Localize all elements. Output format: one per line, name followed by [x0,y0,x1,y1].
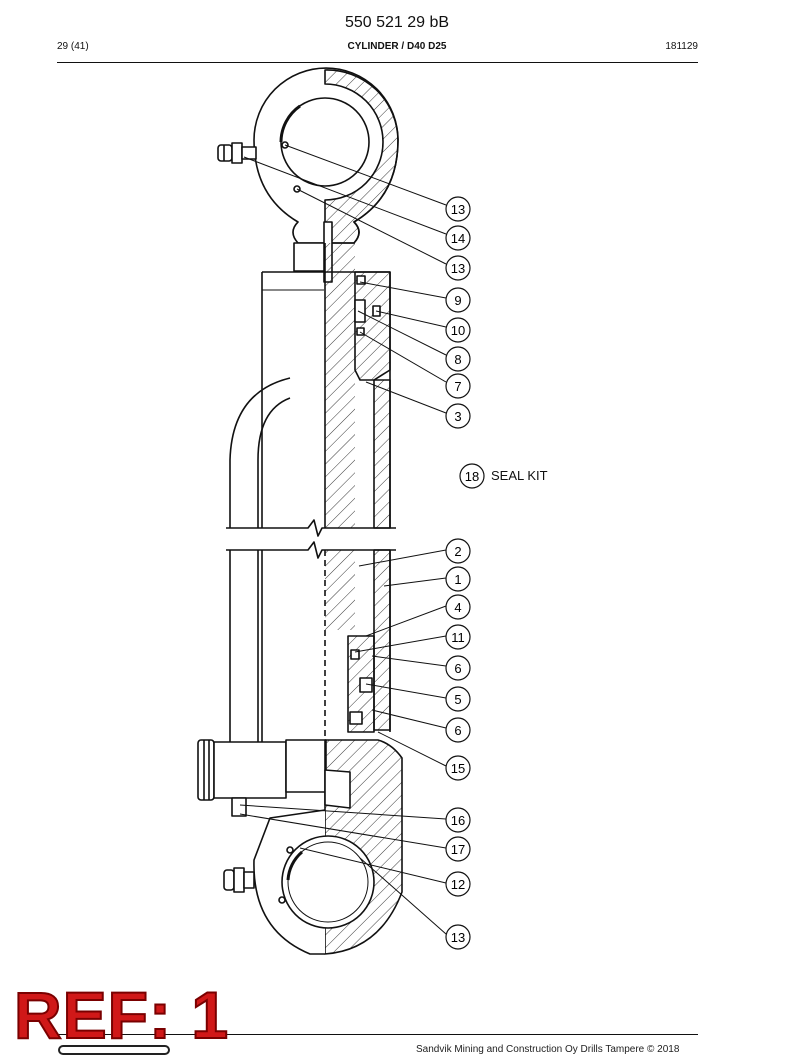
grease-nipple-bottom [223,867,255,893]
callout-2: 2 [445,538,471,564]
callout-10: 10 [445,317,471,343]
header-rule [57,62,698,63]
svg-text:13: 13 [451,202,465,217]
callout-12: 12 [445,871,471,897]
callout-18: 18 [459,463,485,489]
footer-copyright: Sandvik Mining and Construction Oy Drill… [416,1044,680,1055]
callout-13-bottom: 13 [445,924,471,950]
callout-15: 15 [445,755,471,781]
callout-6-lower: 6 [445,717,471,743]
hose-fitting [197,739,215,801]
svg-text:13: 13 [451,261,465,276]
callout-16: 16 [445,807,471,833]
svg-text:12: 12 [451,877,465,892]
svg-text:14: 14 [451,231,465,246]
callout-4: 4 [445,594,471,620]
svg-text:3: 3 [454,409,461,424]
callout-14: 14 [445,225,471,251]
section-title: CYLINDER / D40 D25 [347,41,447,52]
svg-text:9: 9 [454,293,461,308]
footer-rule [57,1034,698,1035]
svg-text:1: 1 [454,572,461,587]
svg-text:13: 13 [451,930,465,945]
document-code: 181129 [665,41,698,52]
svg-text:11: 11 [451,630,465,645]
rod-eye-bottom-bore [281,835,375,929]
callout-6-upper: 6 [445,655,471,681]
callout-5: 5 [445,686,471,712]
callout-1: 1 [445,566,471,592]
break-line-upper [226,519,396,537]
callout-13-upper: 13 [445,255,471,281]
svg-text:7: 7 [454,379,461,394]
svg-text:15: 15 [451,761,465,776]
svg-text:8: 8 [454,352,461,367]
cylinder-wall-section [373,379,391,529]
svg-text:2: 2 [454,544,461,559]
svg-text:17: 17 [451,842,465,857]
document-title: 550 521 29 bB [344,14,450,31]
svg-text:6: 6 [454,661,461,676]
piston-rod-section [325,243,355,528]
callout-8: 8 [445,346,471,372]
rod-eye-top-section [324,69,399,244]
page-number: 29 (41) [57,41,89,52]
callout-7: 7 [445,373,471,399]
callout-11: 11 [445,624,471,650]
svg-text:5: 5 [454,692,461,707]
svg-text:6: 6 [454,723,461,738]
break-line-lower [226,541,396,559]
svg-text:4: 4 [454,600,461,615]
ref-stamp: REF: 1 [13,978,230,1052]
callout-17: 17 [445,836,471,862]
svg-text:16: 16 [451,813,465,828]
callout-3: 3 [445,403,471,429]
svg-text:18: 18 [465,469,479,484]
grease-nipple-top [217,142,257,164]
callout-9: 9 [445,287,471,313]
seal-kit-label: SEAL KIT [491,468,548,483]
leader-lines [239,144,447,935]
hydraulic-hose [229,377,291,742]
callout-13-top: 13 [445,196,471,222]
svg-text:10: 10 [451,323,465,338]
gland [354,271,391,381]
